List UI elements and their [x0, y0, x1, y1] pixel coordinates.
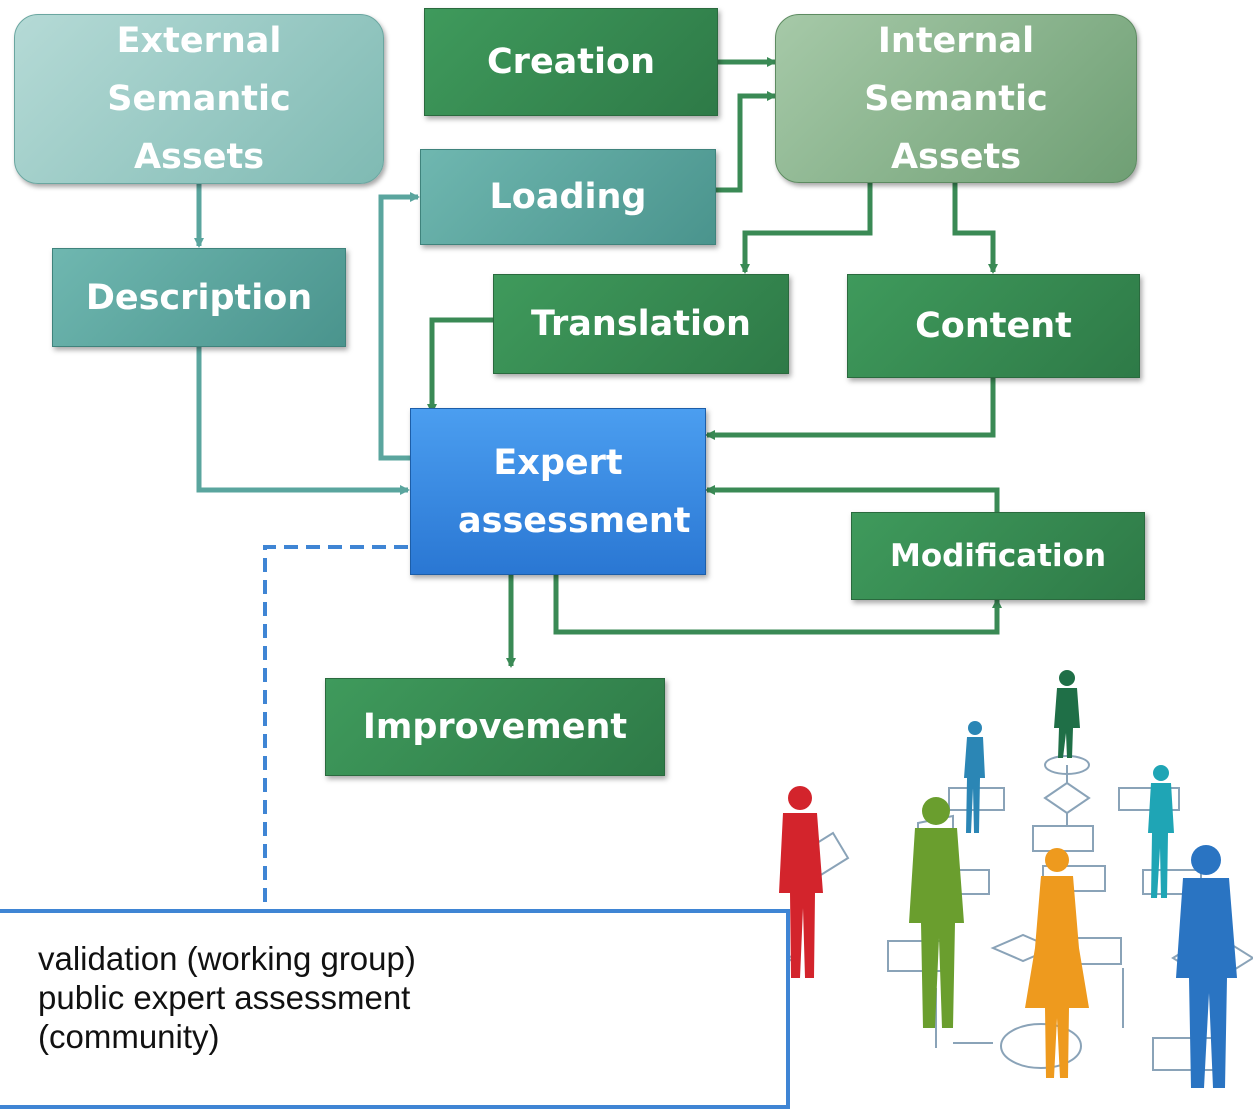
node-label: Content: [915, 306, 1072, 346]
background-flowchart: [741, 755, 1253, 1071]
arrow-internal-content: [952, 183, 998, 274]
node-label: Description: [85, 277, 313, 318]
person-cyan: [1148, 765, 1174, 898]
node-external-semantic-assets: External Semantic Assets: [14, 14, 384, 184]
note-box: validation (working group) public expert…: [0, 909, 790, 1109]
arrow-modification-expert: [705, 485, 1000, 512]
business-people-flowchart-illustration: [741, 670, 1253, 1088]
node-modification: Modification: [851, 512, 1145, 600]
people-figures: [779, 670, 1237, 1088]
person-red: [779, 786, 823, 978]
node-label: Loading: [489, 177, 647, 217]
node-creation: Creation: [424, 8, 718, 116]
person-dark-green: [1054, 670, 1080, 758]
node-description: Description: [52, 248, 346, 347]
node-label: Internal Semantic Assets: [864, 20, 1048, 177]
node-internal-semantic-assets: Internal Semantic Assets: [775, 14, 1137, 183]
person-green: [909, 797, 964, 1028]
arrow-translation-expert: [427, 317, 493, 414]
arrow-description-expert: [196, 347, 410, 495]
person-blue-large: [1176, 845, 1237, 1088]
arrow-expert-loading: [378, 192, 420, 461]
node-label: Improvement: [362, 707, 628, 747]
arrow-loading-internal: [716, 91, 777, 193]
node-label: Modification: [889, 538, 1107, 574]
person-orange: [1025, 848, 1089, 1078]
person-blue-small: [964, 721, 985, 833]
arrow-internal-translation: [740, 183, 873, 274]
node-loading: Loading: [420, 149, 716, 245]
note-line: public expert assessment: [38, 979, 411, 1016]
note-line: validation (working group): [38, 940, 416, 977]
node-improvement: Improvement: [325, 678, 665, 776]
arrow-expert-modification: [553, 575, 1002, 635]
node-translation: Translation: [493, 274, 789, 374]
node-expert-assessment: Expert assessment: [410, 408, 706, 575]
node-label: External Semantic Assets: [107, 21, 291, 177]
dashed-link-note: [263, 545, 452, 909]
note-line: (community): [38, 1018, 220, 1055]
node-label: Translation: [531, 304, 751, 344]
arrow-content-expert: [705, 378, 996, 440]
node-label: Expert assessment: [458, 442, 691, 541]
node-content: Content: [847, 274, 1140, 378]
node-label: Creation: [487, 42, 655, 82]
